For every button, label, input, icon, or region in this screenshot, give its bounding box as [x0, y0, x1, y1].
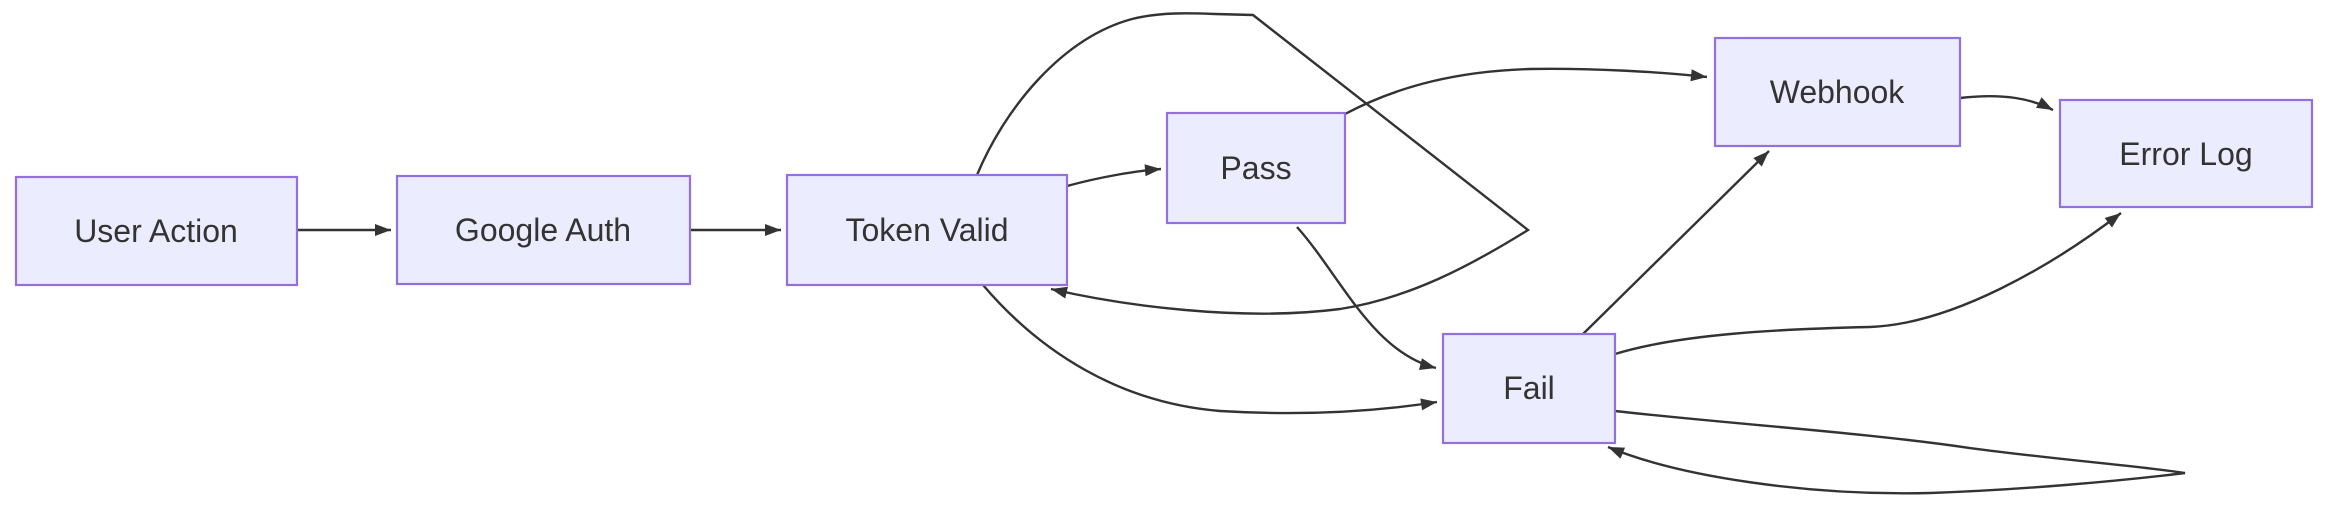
edge-token-valid-to-fail: [982, 284, 1438, 415]
node-label-pass: Pass: [1220, 150, 1291, 186]
edge-fail-self-loop: [1607, 409, 2186, 495]
edge-token-valid-self-loop: [975, 12, 1531, 315]
node-box-pass: [1165, 111, 1347, 225]
node-label-token-valid: Token Valid: [845, 212, 1008, 248]
node-box-google-auth: [395, 174, 692, 286]
node-google-auth: Google Auth: [395, 174, 692, 286]
edge-fail-to-webhook: [1582, 150, 1770, 335]
edge-token-valid-to-pass: [1066, 164, 1162, 188]
edge-pass-to-fail: [1296, 226, 1437, 370]
node-label-error-log: Error Log: [2119, 136, 2252, 172]
edge-fail-to-error-log: [1614, 212, 2122, 356]
node-token-valid: Token Valid: [785, 173, 1069, 287]
node-label-google-auth: Google Auth: [455, 212, 631, 248]
node-label-webhook: Webhook: [1770, 74, 1906, 110]
node-box-webhook: [1713, 36, 1962, 148]
node-box-token-valid: [785, 173, 1069, 287]
node-box-user-action: [14, 175, 299, 287]
edge-layer: [297, 12, 2186, 495]
node-webhook: Webhook: [1713, 36, 1962, 148]
node-error-log: Error Log: [2058, 98, 2314, 209]
node-fail: Fail: [1441, 332, 1617, 445]
node-user-action: User Action: [14, 175, 299, 287]
node-box-fail: [1441, 332, 1617, 445]
edge-webhook-to-error-log: [1959, 95, 2054, 112]
node-label-user-action: User Action: [74, 213, 238, 249]
edge-pass-to-webhook: [1344, 67, 1708, 116]
node-box-error-log: [2058, 98, 2314, 209]
node-pass: Pass: [1165, 111, 1347, 225]
node-label-fail: Fail: [1503, 370, 1555, 406]
